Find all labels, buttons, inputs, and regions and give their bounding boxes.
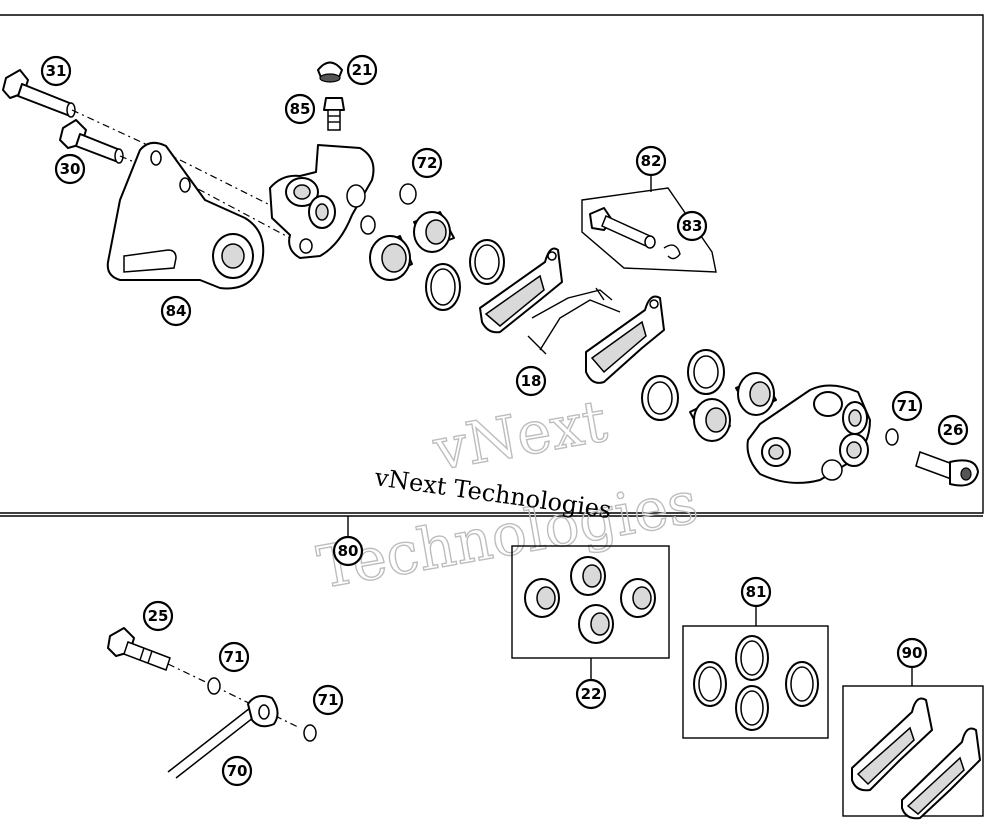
callout-25: 25	[142, 600, 174, 632]
part-84-caliper-bracket	[106, 141, 265, 290]
callout-18-label: 18	[521, 372, 542, 390]
axis-line-banjo	[167, 663, 301, 729]
callout-83-label: 83	[682, 217, 703, 235]
watermark: vNext Technologies vNext Technologies	[312, 386, 703, 603]
callout-25-label: 25	[148, 607, 169, 625]
seal-rings-upper	[425, 239, 505, 311]
callout-90-label: 90	[902, 644, 923, 662]
part-71-washer-lower	[303, 724, 317, 742]
callout-18: 18	[515, 365, 547, 397]
part-71-ring-upper	[885, 428, 899, 446]
callout-30: 30	[54, 153, 86, 185]
part-70-brake-line	[167, 695, 279, 779]
watermark-outline-line1: vNext	[428, 387, 612, 484]
callout-81: 81	[740, 576, 772, 608]
seal-rings-lower	[641, 349, 725, 421]
callout-26: 26	[937, 414, 969, 446]
part-71-washer-middle	[207, 677, 221, 695]
callout-70: 70	[221, 755, 253, 787]
caliper-housing-left	[269, 144, 375, 259]
callout-26-label: 26	[943, 421, 964, 439]
callout-72: 72	[411, 147, 443, 179]
brake-pad-right	[585, 295, 665, 384]
part-21-bleeder-cap	[317, 61, 343, 83]
part-26-bolt	[915, 451, 979, 487]
part-72-ring	[399, 183, 417, 205]
callout-22-label: 22	[581, 685, 602, 703]
part-18-pad-spring	[527, 287, 621, 355]
callout-71-middle: 71	[218, 641, 250, 673]
callout-21-label: 21	[352, 61, 373, 79]
part-81-seal-kit	[682, 606, 829, 739]
callout-81-label: 81	[746, 583, 767, 601]
part-31-bolt	[2, 69, 76, 118]
callout-72-label: 72	[417, 154, 438, 172]
callout-71-upper-label: 71	[897, 397, 918, 415]
callout-71-lower-label: 71	[318, 691, 339, 709]
part-22-piston-kit	[511, 545, 670, 680]
callout-82: 82	[635, 145, 667, 177]
callout-84: 84	[160, 295, 192, 327]
callout-90: 90	[896, 637, 928, 669]
callout-84-label: 84	[166, 302, 187, 320]
part-82-pin-kit	[581, 174, 717, 273]
callout-22: 22	[575, 678, 607, 710]
assembly-frame	[0, 14, 984, 537]
callout-31-label: 31	[46, 62, 67, 80]
callout-71-middle-label: 71	[224, 648, 245, 666]
caliper-housing-right	[746, 384, 871, 484]
callout-70-label: 70	[227, 762, 248, 780]
callout-80-label: 80	[338, 542, 359, 560]
seal-ring-small	[360, 215, 376, 235]
part-25-banjo-bolt	[107, 627, 171, 671]
callout-71-lower: 71	[312, 684, 344, 716]
part-90-brake-pad-kit	[842, 668, 984, 820]
callout-21: 21	[346, 54, 378, 86]
callout-83: 83	[676, 210, 708, 242]
callout-30-label: 30	[60, 160, 81, 178]
callout-82-label: 82	[641, 152, 662, 170]
brake-pad-left	[479, 247, 563, 334]
callout-80: 80	[332, 535, 364, 567]
callout-85-label: 85	[290, 100, 311, 118]
part-30-bolt	[59, 119, 124, 164]
part-85-bleeder-screw	[323, 97, 345, 131]
pistons-upper-left	[369, 211, 455, 281]
callout-85: 85	[284, 93, 316, 125]
callout-31: 31	[40, 55, 72, 87]
callout-71-upper: 71	[891, 390, 923, 422]
pistons-lower-right	[689, 372, 777, 442]
